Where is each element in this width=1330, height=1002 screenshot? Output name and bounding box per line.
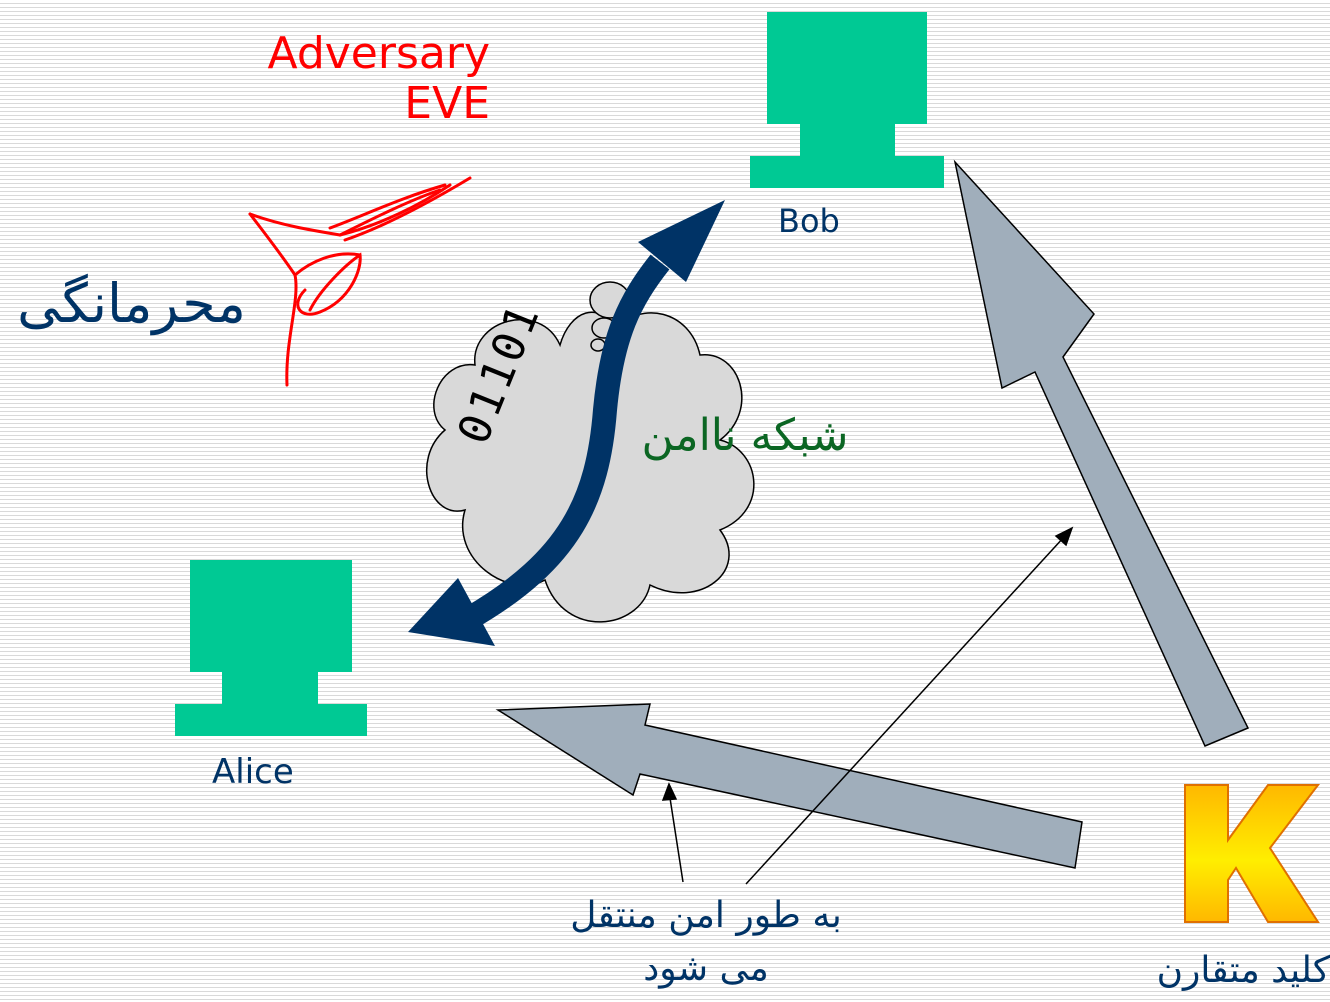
insecure-network-label: شبکه ناامن bbox=[641, 410, 849, 461]
secure-transfer-pointers bbox=[661, 526, 1074, 885]
key-k-icon bbox=[1184, 784, 1321, 923]
secure-transfer-label-line1: به طور امن منتقل bbox=[570, 895, 842, 936]
alice-computer-icon bbox=[175, 560, 367, 736]
symmetric-key-label: کلید متقارن bbox=[1156, 950, 1330, 991]
bob-computer-icon bbox=[750, 12, 944, 188]
secure-transfer-label-line2: می شود bbox=[643, 948, 769, 989]
key-arrow-to-alice bbox=[495, 703, 1083, 869]
bob-label: Bob bbox=[778, 202, 840, 240]
adversary-name: EVE bbox=[404, 78, 490, 129]
key-arrow-to-bob bbox=[953, 159, 1250, 747]
alice-label: Alice bbox=[212, 752, 294, 792]
adversary-label: Adversary bbox=[267, 28, 490, 79]
network-double-arrow bbox=[408, 200, 725, 646]
confidentiality-label: محرمانگی bbox=[17, 272, 246, 335]
eavesdrop-horn-icon bbox=[248, 176, 472, 387]
